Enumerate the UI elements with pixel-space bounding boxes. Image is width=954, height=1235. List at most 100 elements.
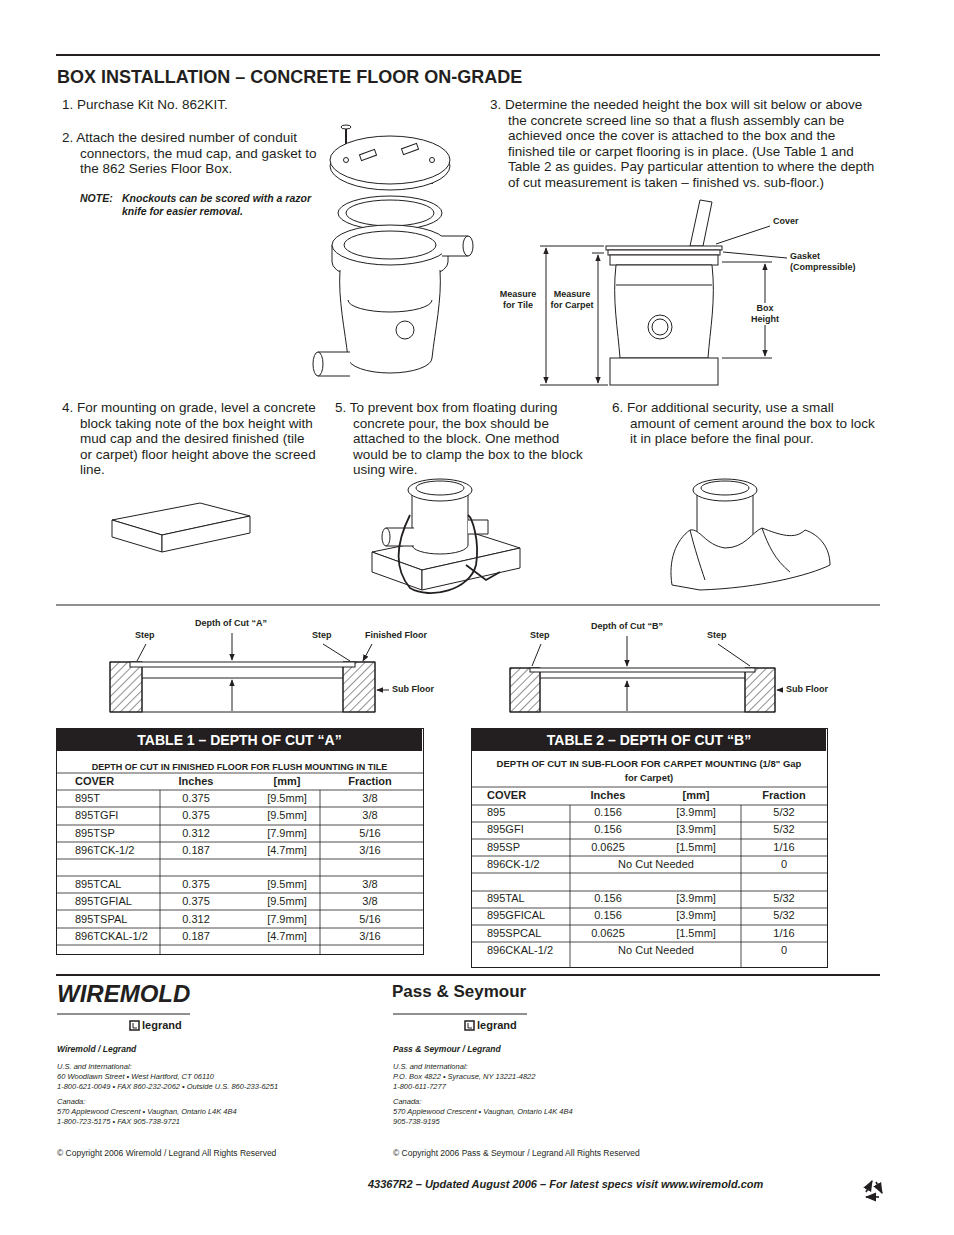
callout-label: Step xyxy=(312,630,332,641)
table-cell: [7.9mm] xyxy=(232,827,342,840)
table-cell: 896TCKAL-1/2 xyxy=(75,930,148,943)
table-cell: 895TSPAL xyxy=(75,913,127,926)
table-cell: 895TGFI xyxy=(75,809,118,822)
footer-text: 1-800-611-7277 xyxy=(393,1082,446,1091)
table-cell: 895SP xyxy=(487,841,520,854)
table-cell: 5/16 xyxy=(315,827,425,840)
table-cell: 0 xyxy=(729,858,839,871)
table-cell: Fraction xyxy=(729,789,839,802)
table-header-bar: TABLE 1 – DEPTH OF CUT “A” xyxy=(57,729,422,751)
table-cell: 5/32 xyxy=(729,909,839,922)
table-cell: 896CKAL-1/2 xyxy=(487,944,553,957)
callout-label: Step xyxy=(530,630,550,641)
callout-label: Measure for Tile xyxy=(494,289,542,311)
callout-label: Sub Floor xyxy=(392,684,434,695)
table-cell: 0.312 xyxy=(141,913,251,926)
table-cell: 0.156 xyxy=(553,823,663,836)
table-cell: [4.7mm] xyxy=(232,844,342,857)
callout-label: Cover xyxy=(773,216,799,227)
table-cell: 0.187 xyxy=(141,844,251,857)
instruction-text: 4. For mounting on grade, level a concre… xyxy=(62,400,320,478)
footer-text: 570 Applewood Crescent • Vaughan, Ontari… xyxy=(393,1107,573,1116)
table-cell: 895SPCAL xyxy=(487,927,541,940)
footer-text: U.S. and International: xyxy=(57,1062,132,1071)
table-title: TABLE 2 – DEPTH OF CUT “B” xyxy=(472,729,826,751)
table-cell: 5/32 xyxy=(729,823,839,836)
table-title: TABLE 1 – DEPTH OF CUT “A” xyxy=(57,729,422,751)
brand-logo: WIREMOLD xyxy=(57,980,190,1009)
table-cell: Fraction xyxy=(315,775,425,788)
footer-text: Canada: xyxy=(57,1097,85,1106)
table-cell: [9.5mm] xyxy=(232,809,342,822)
table-subtitle: DEPTH OF CUT IN SUB-FLOOR FOR CARPET MOU… xyxy=(493,757,805,785)
table-cell: [1.5mm] xyxy=(641,841,751,854)
table-subtitle: DEPTH OF CUT IN FINISHED FLOOR FOR FLUSH… xyxy=(57,760,423,774)
table-cell: 3/8 xyxy=(315,809,425,822)
table-cell: 0.156 xyxy=(553,909,663,922)
callout-label: Step xyxy=(707,630,727,641)
footer-text: Canada: xyxy=(393,1097,421,1106)
table-cell: 0.187 xyxy=(141,930,251,943)
callout-label: Sub Floor xyxy=(786,684,828,695)
table-cell: Inches xyxy=(141,775,251,788)
table-cell: 3/8 xyxy=(315,878,425,891)
footer-text: 60 Woodlawn Street • West Hartford, CT 0… xyxy=(57,1072,214,1081)
table-cell: [mm] xyxy=(232,775,342,788)
footer-text: 570 Applewood Crescent • Vaughan, Ontari… xyxy=(57,1107,237,1116)
table-cell: 896TCK-1/2 xyxy=(75,844,134,857)
table-cell: 0.375 xyxy=(141,895,251,908)
table-cell: [7.9mm] xyxy=(232,913,342,926)
table-cell: [4.7mm] xyxy=(232,930,342,943)
table-cell: 0.156 xyxy=(553,806,663,819)
table-cell: 0.375 xyxy=(141,878,251,891)
callout-label: Box Height xyxy=(748,303,782,325)
table-cell: 0.375 xyxy=(141,809,251,822)
callout-label: Measure for Carpet xyxy=(549,289,595,311)
page-title: BOX INSTALLATION – CONCRETE FLOOR ON-GRA… xyxy=(57,67,522,89)
footer-text: Wiremold / Legrand xyxy=(57,1044,136,1054)
table-cell: 0.0625 xyxy=(553,841,663,854)
table-cell: 895GFICAL xyxy=(487,909,545,922)
table-cell: No Cut Needed xyxy=(601,944,711,957)
table-cell: [9.5mm] xyxy=(232,895,342,908)
instruction-text: 3. Determine the needed height the box w… xyxy=(490,97,878,190)
table-cell: 3/8 xyxy=(315,895,425,908)
table-cell: 895T xyxy=(75,792,100,805)
footer-text: legrand xyxy=(142,1019,182,1032)
table-cell: [mm] xyxy=(641,789,751,802)
table-cell: 3/8 xyxy=(315,792,425,805)
table-cell: [3.9mm] xyxy=(641,823,751,836)
table-header-bar: TABLE 2 – DEPTH OF CUT “B” xyxy=(472,729,826,751)
instruction-text: Knockouts can be scored with a razor kni… xyxy=(122,192,318,217)
table-cell: 895TGFIAL xyxy=(75,895,132,908)
footer-text: © Copyright 2006 Wiremold / Legrand All … xyxy=(57,1148,276,1158)
footer-text: Pass & Seymour / Legrand xyxy=(393,1044,501,1054)
table-cell: 0 xyxy=(729,944,839,957)
table-cell: [3.9mm] xyxy=(641,892,751,905)
table-cell: 1/16 xyxy=(729,927,839,940)
table-cell: 0.375 xyxy=(141,792,251,805)
callout-label: Gasket (Compressible) xyxy=(790,251,862,273)
table-cell: 1/16 xyxy=(729,841,839,854)
footer-text: 905-738-9195 xyxy=(393,1117,440,1126)
table-cell: 895 xyxy=(487,806,505,819)
callout-label: Depth of Cut “A” xyxy=(195,618,267,629)
table-cell: 895TCAL xyxy=(75,878,121,891)
table-cell: 5/32 xyxy=(729,892,839,905)
table-cell: 3/16 xyxy=(315,930,425,943)
table-cell: [3.9mm] xyxy=(641,909,751,922)
callout-label: Finished Floor xyxy=(365,630,427,641)
table-cell: [9.5mm] xyxy=(232,878,342,891)
instruction-text: 1. Purchase Kit No. 862KIT. xyxy=(62,97,324,113)
callout-label: Step xyxy=(135,630,155,641)
table-cell: Inches xyxy=(553,789,663,802)
table-cell: 5/16 xyxy=(315,913,425,926)
table-cell: [1.5mm] xyxy=(641,927,751,940)
table-cell: 5/32 xyxy=(729,806,839,819)
table-cell: 895GFI xyxy=(487,823,524,836)
table-cell: [3.9mm] xyxy=(641,806,751,819)
table-cell: 3/16 xyxy=(315,844,425,857)
table-cell: 896CK-1/2 xyxy=(487,858,540,871)
table-cell: COVER xyxy=(75,775,114,788)
footer-text: P.O. Box 4822 • Syracuse, NY 13221-4822 xyxy=(393,1072,535,1081)
